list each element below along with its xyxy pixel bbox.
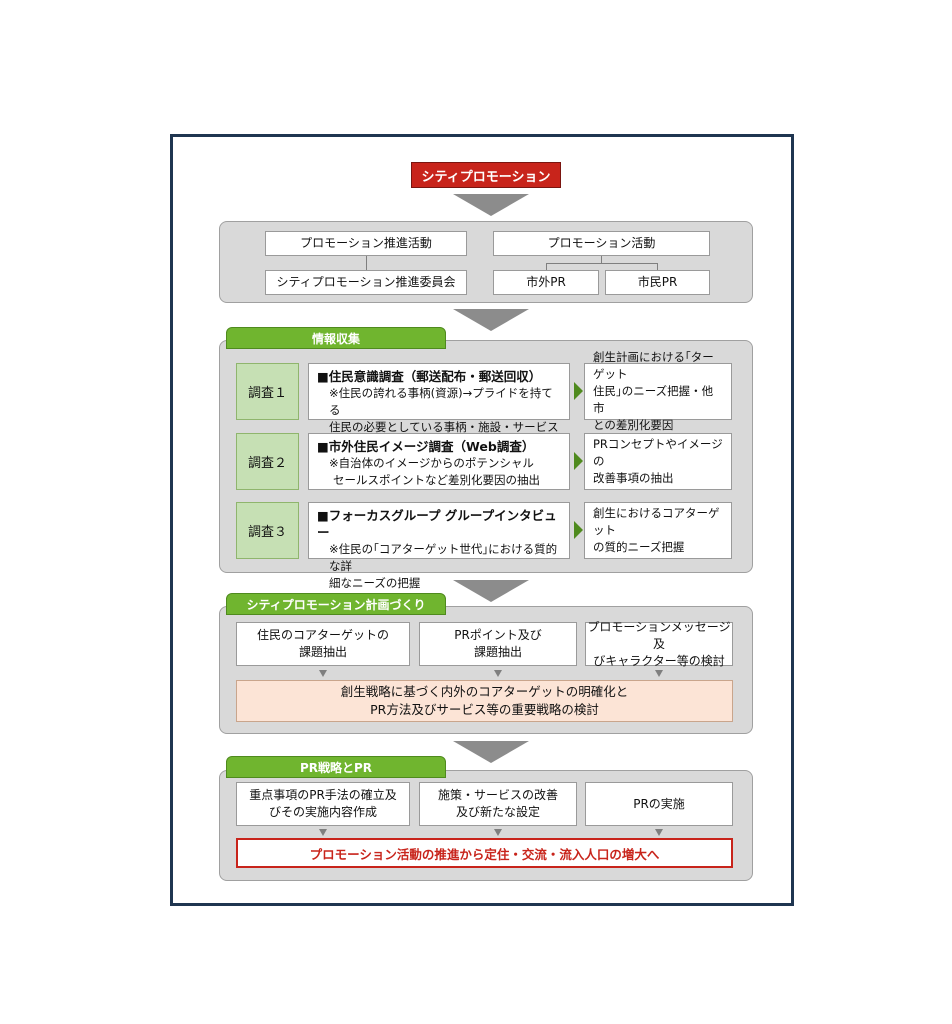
small-down-arrow [494,829,502,836]
org-left-top: プロモーション推進活動 [265,231,467,256]
pr-tab: PR戦略とPR [226,756,446,778]
connector [366,256,367,270]
survey-result-3: 創生におけるコアターゲットの質的ニーズ把握 [584,502,732,559]
survey-title: ■住民意識調査（郵送配布・郵送回収） [317,369,542,384]
pr-box-3: PRの実施 [585,782,733,826]
small-down-arrow [655,670,663,677]
down-arrow-1 [453,194,529,216]
org-left-bottom: シティプロモーション推進委員会 [265,270,467,295]
plan-box-2: PRポイント及び課題抽出 [419,622,577,666]
final-goal: プロモーション活動の推進から定住・交流・流入人口の増大へ [236,838,733,868]
small-down-arrow [319,829,327,836]
connector [657,263,658,270]
pr-box-1: 重点事項のPR手法の確立及びその実施内容作成 [236,782,410,826]
connector [546,263,547,270]
down-arrow-4 [453,741,529,763]
survey-desc: ※自治体のイメージからのポテンシャル [329,456,534,470]
survey-desc: 住民の必要としている事柄・施設・サービス [329,420,559,434]
survey-title: ■市外住民イメージ調査（Web調査） [317,439,535,454]
org-right-top: プロモーション活動 [493,231,710,256]
survey-body-2: ■市外住民イメージ調査（Web調査） ※自治体のイメージからのポテンシャル セー… [308,433,570,490]
survey-result-2: PRコンセプトやイメージの改善事項の抽出 [584,433,732,490]
small-down-arrow [655,829,663,836]
survey-desc: ※住民の誇れる事柄(資源)→プライドを持てる [329,386,553,417]
survey-desc: セールスポイントなど差別化要因の抽出 [333,473,540,487]
down-arrow-2 [453,309,529,331]
down-arrow-3 [453,580,529,602]
survey-desc: 細なニーズの把握 [329,576,421,590]
plan-box-3: プロモーションメッセージ及びキャラクター等の検討 [585,620,733,668]
connector [546,263,657,264]
survey-desc: ※住民の｢コアターゲット世代｣における質的な詳 [329,542,558,573]
survey-label-1: 調査１ [236,363,299,420]
survey-result-1: 創生計画における｢ターゲット住民｣のニーズ把握・他市との差別化要因 [584,350,732,432]
survey-title: ■フォーカスグループ グループインタビュー [317,508,557,540]
title-box: シティプロモーション [411,162,561,188]
plan-box-1: 住民のコアターゲットの課題抽出 [236,622,410,666]
chevron-right-icon [574,382,583,400]
title-text: シティプロモーション [421,169,551,185]
info-tab: 情報収集 [226,327,446,349]
small-down-arrow [319,670,327,677]
pr-box-2: 施策・サービスの改善及び新たな設定 [419,782,577,826]
org-right-bottom-1: 市外PR [493,270,599,295]
chevron-right-icon [574,452,583,470]
survey-body-3: ■フォーカスグループ グループインタビュー ※住民の｢コアターゲット世代｣におけ… [308,502,570,590]
small-down-arrow [494,670,502,677]
connector [601,256,602,263]
chevron-right-icon [574,521,583,539]
survey-body-1: ■住民意識調査（郵送配布・郵送回収） ※住民の誇れる事柄(資源)→プライドを持て… [308,363,570,434]
survey-label-2: 調査２ [236,433,299,490]
plan-tab: シティプロモーション計画づくり [226,593,446,615]
survey-label-3: 調査３ [236,502,299,559]
org-right-bottom-2: 市民PR [605,270,710,295]
